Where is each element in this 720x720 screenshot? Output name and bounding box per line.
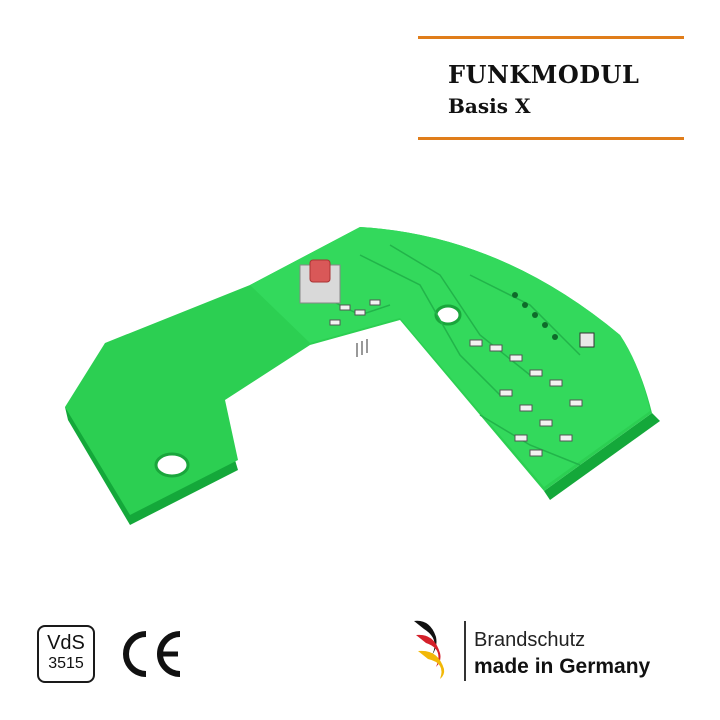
qr-code	[579, 332, 595, 348]
title-block: FUNKMODUL Basis X	[418, 36, 684, 142]
tactile-switch-cap	[309, 259, 331, 283]
vds-number: 3515	[48, 655, 84, 672]
mount-hole-right	[434, 304, 462, 326]
brand-divider	[464, 621, 466, 681]
smd-components	[329, 299, 583, 457]
pcb-board-image	[65, 227, 660, 525]
brand-footer: Brandschutz made in Germany	[412, 615, 702, 687]
brand-tagline-2: made in Germany	[474, 655, 651, 678]
product-title: FUNKMODUL	[448, 60, 640, 89]
product-subtitle: Basis X	[448, 94, 531, 118]
vds-certification-badge: VdS 3515	[37, 625, 95, 683]
german-flag-swoosh-icon	[414, 620, 445, 679]
via-holes	[512, 292, 558, 340]
ce-mark-icon	[123, 631, 181, 677]
pcb-edge-right	[544, 413, 660, 500]
mount-hole-left	[154, 452, 190, 478]
title-rule-top	[418, 36, 684, 39]
vds-label: VdS	[47, 632, 85, 654]
header-pins	[356, 339, 368, 357]
title-rule-bottom	[418, 137, 684, 140]
brand-tagline-1: Brandschutz	[474, 629, 586, 651]
